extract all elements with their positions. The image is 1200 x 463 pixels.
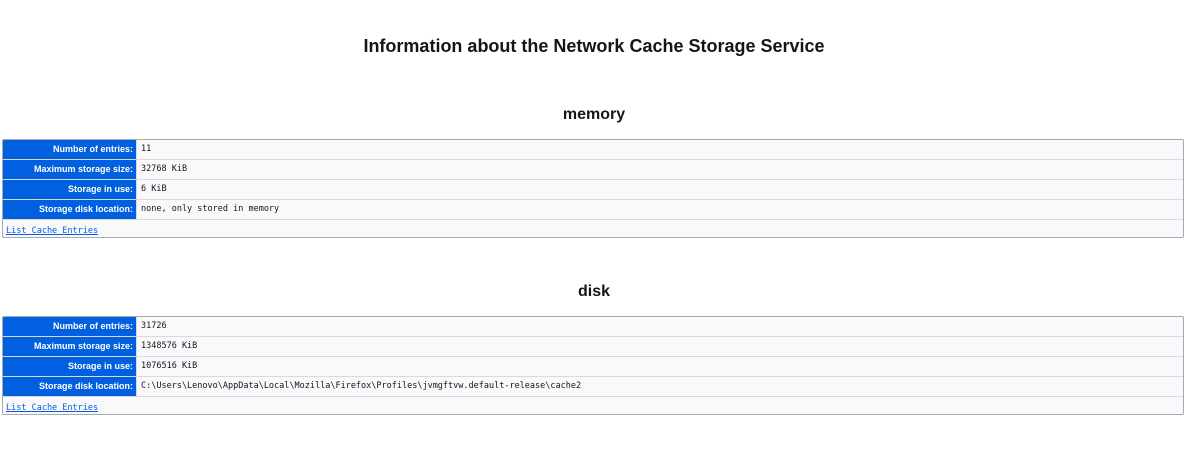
cache-table-disk: Number of entries: 31726 Maximum storage… <box>2 316 1184 415</box>
link-row: List Cache Entries <box>3 397 1183 414</box>
row-value: 11 <box>141 144 152 154</box>
link-row: List Cache Entries <box>3 220 1183 237</box>
section-heading-disk: disk <box>577 283 610 300</box>
row-value: 31726 <box>141 321 167 331</box>
row-label: Storage disk location: <box>3 377 137 396</box>
table-row: Storage in use: 1076516 KiB <box>3 357 1183 377</box>
table-row: Storage in use: 6 KiB <box>3 180 1183 200</box>
row-value: 1348576 KiB <box>141 341 198 351</box>
row-label: Maximum storage size: <box>3 160 137 179</box>
table-row: Maximum storage size: 1348576 KiB <box>3 337 1183 357</box>
section-heading-memory: memory <box>562 106 626 123</box>
list-cache-entries-link-disk[interactable]: List Cache Entries <box>6 403 99 413</box>
table-row: Storage disk location: C:\Users\Lenovo\A… <box>3 377 1183 397</box>
row-label: Storage in use: <box>3 180 137 199</box>
row-value: 6 KiB <box>141 184 167 194</box>
row-value: C:\Users\Lenovo\AppData\Local\Mozilla\Fi… <box>141 381 582 391</box>
table-row: Number of entries: 11 <box>3 140 1183 160</box>
table-row: Storage disk location: none, only stored… <box>3 200 1183 220</box>
row-label: Maximum storage size: <box>3 337 137 356</box>
row-label: Number of entries: <box>3 317 137 336</box>
page-title: Information about the Network Cache Stor… <box>363 36 825 56</box>
row-label: Storage disk location: <box>3 200 137 219</box>
table-row: Number of entries: 31726 <box>3 317 1183 337</box>
cache-table-memory: Number of entries: 11 Maximum storage si… <box>2 139 1184 238</box>
list-cache-entries-link-memory[interactable]: List Cache Entries <box>6 226 99 236</box>
row-value: none, only stored in memory <box>141 204 280 214</box>
row-label: Storage in use: <box>3 357 137 376</box>
row-value: 32768 KiB <box>141 164 188 174</box>
row-value: 1076516 KiB <box>141 361 198 371</box>
row-label: Number of entries: <box>3 140 137 159</box>
table-row: Maximum storage size: 32768 KiB <box>3 160 1183 180</box>
